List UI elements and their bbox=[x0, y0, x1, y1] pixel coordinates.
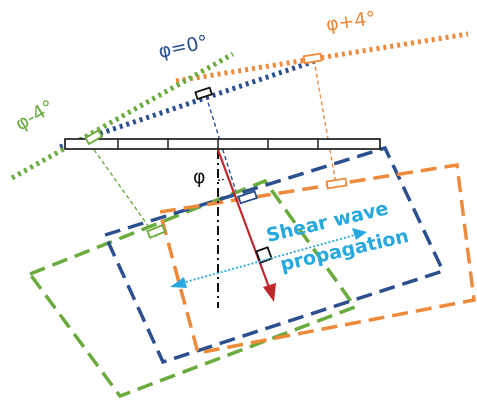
blue-thin-dashed-line bbox=[205, 95, 239, 199]
red-direction-arrow bbox=[216, 149, 276, 302]
blue-wavefront-rect bbox=[102, 145, 446, 365]
blue-dotted-line bbox=[59, 58, 316, 150]
orange-marker-box bbox=[302, 52, 323, 65]
label-phi-minus: φ-4° bbox=[12, 96, 58, 136]
green-wavefront-rect bbox=[27, 178, 358, 399]
blue-marker-box bbox=[194, 86, 213, 101]
orange-small-box bbox=[325, 177, 348, 190]
transducer-array bbox=[64, 138, 381, 150]
green-thin-dashed-line bbox=[89, 143, 157, 238]
label-phi: φ bbox=[193, 166, 206, 188]
orange-dotted-line bbox=[175, 31, 469, 84]
green-small-box bbox=[146, 224, 167, 239]
label-phi-plus: φ+4° bbox=[325, 7, 378, 36]
label-phi-zero: φ=0° bbox=[156, 31, 210, 63]
green-dotted-line bbox=[10, 51, 235, 181]
shear-propagation-arrow bbox=[170, 228, 367, 288]
green-marker-box bbox=[84, 129, 104, 146]
phi-angle-arc bbox=[217, 177, 226, 181]
blue-small-box bbox=[237, 190, 258, 205]
orange-wavefront-rect bbox=[157, 162, 476, 356]
